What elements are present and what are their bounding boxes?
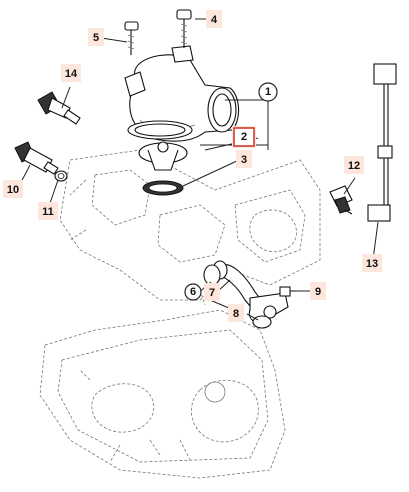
o-ring-6 [203,264,221,286]
callout-1[interactable]: 1 [258,82,278,102]
callout-label: 4 [211,14,218,26]
callout-label: 10 [7,184,19,196]
callout-label: 13 [366,258,378,270]
temperature-sensor-10 [14,141,59,175]
callout-label: 5 [93,32,99,44]
callout-label: 2 [241,131,247,143]
callout-10[interactable]: 10 [3,180,23,198]
engine-block-outline [59,149,321,306]
callout-label: 6 [190,286,196,298]
thermostat-seal [127,120,193,140]
callout-label: 7 [209,287,215,299]
callout-6[interactable]: 6 [184,283,202,301]
callout-7[interactable]: 7 [204,283,220,301]
callout-9[interactable]: 9 [310,282,326,300]
o-ring-8 [252,315,272,329]
callout-label: 3 [241,154,247,166]
callout-label: 8 [233,308,239,320]
thermostat [138,141,188,171]
callout-11[interactable]: 11 [38,202,58,220]
callout-3[interactable]: 3 [236,150,252,168]
wiring-harness-13 [367,63,397,222]
timing-cover-outline [39,309,286,479]
callout-label: 14 [65,68,78,80]
coolant-pipe-7 [212,260,289,324]
bolt-4 [176,9,192,48]
callout-14[interactable]: 14 [61,64,81,82]
callout-5[interactable]: 5 [88,28,104,46]
washer-11 [54,170,68,182]
callout-12[interactable]: 12 [344,156,364,174]
callout-8[interactable]: 8 [228,304,244,322]
bolt-5 [124,21,139,55]
callout-label: 1 [265,86,271,98]
temperature-sender-14 [37,91,81,125]
sensor-12 [329,185,353,215]
thermostat-o-ring [142,180,184,196]
callout-2[interactable]: 2 [232,126,256,148]
callout-label: 12 [348,160,360,172]
callout-label: 9 [315,286,321,298]
callout-4[interactable]: 4 [206,10,222,28]
callout-label: 11 [42,206,54,218]
callout-13[interactable]: 13 [362,254,382,272]
